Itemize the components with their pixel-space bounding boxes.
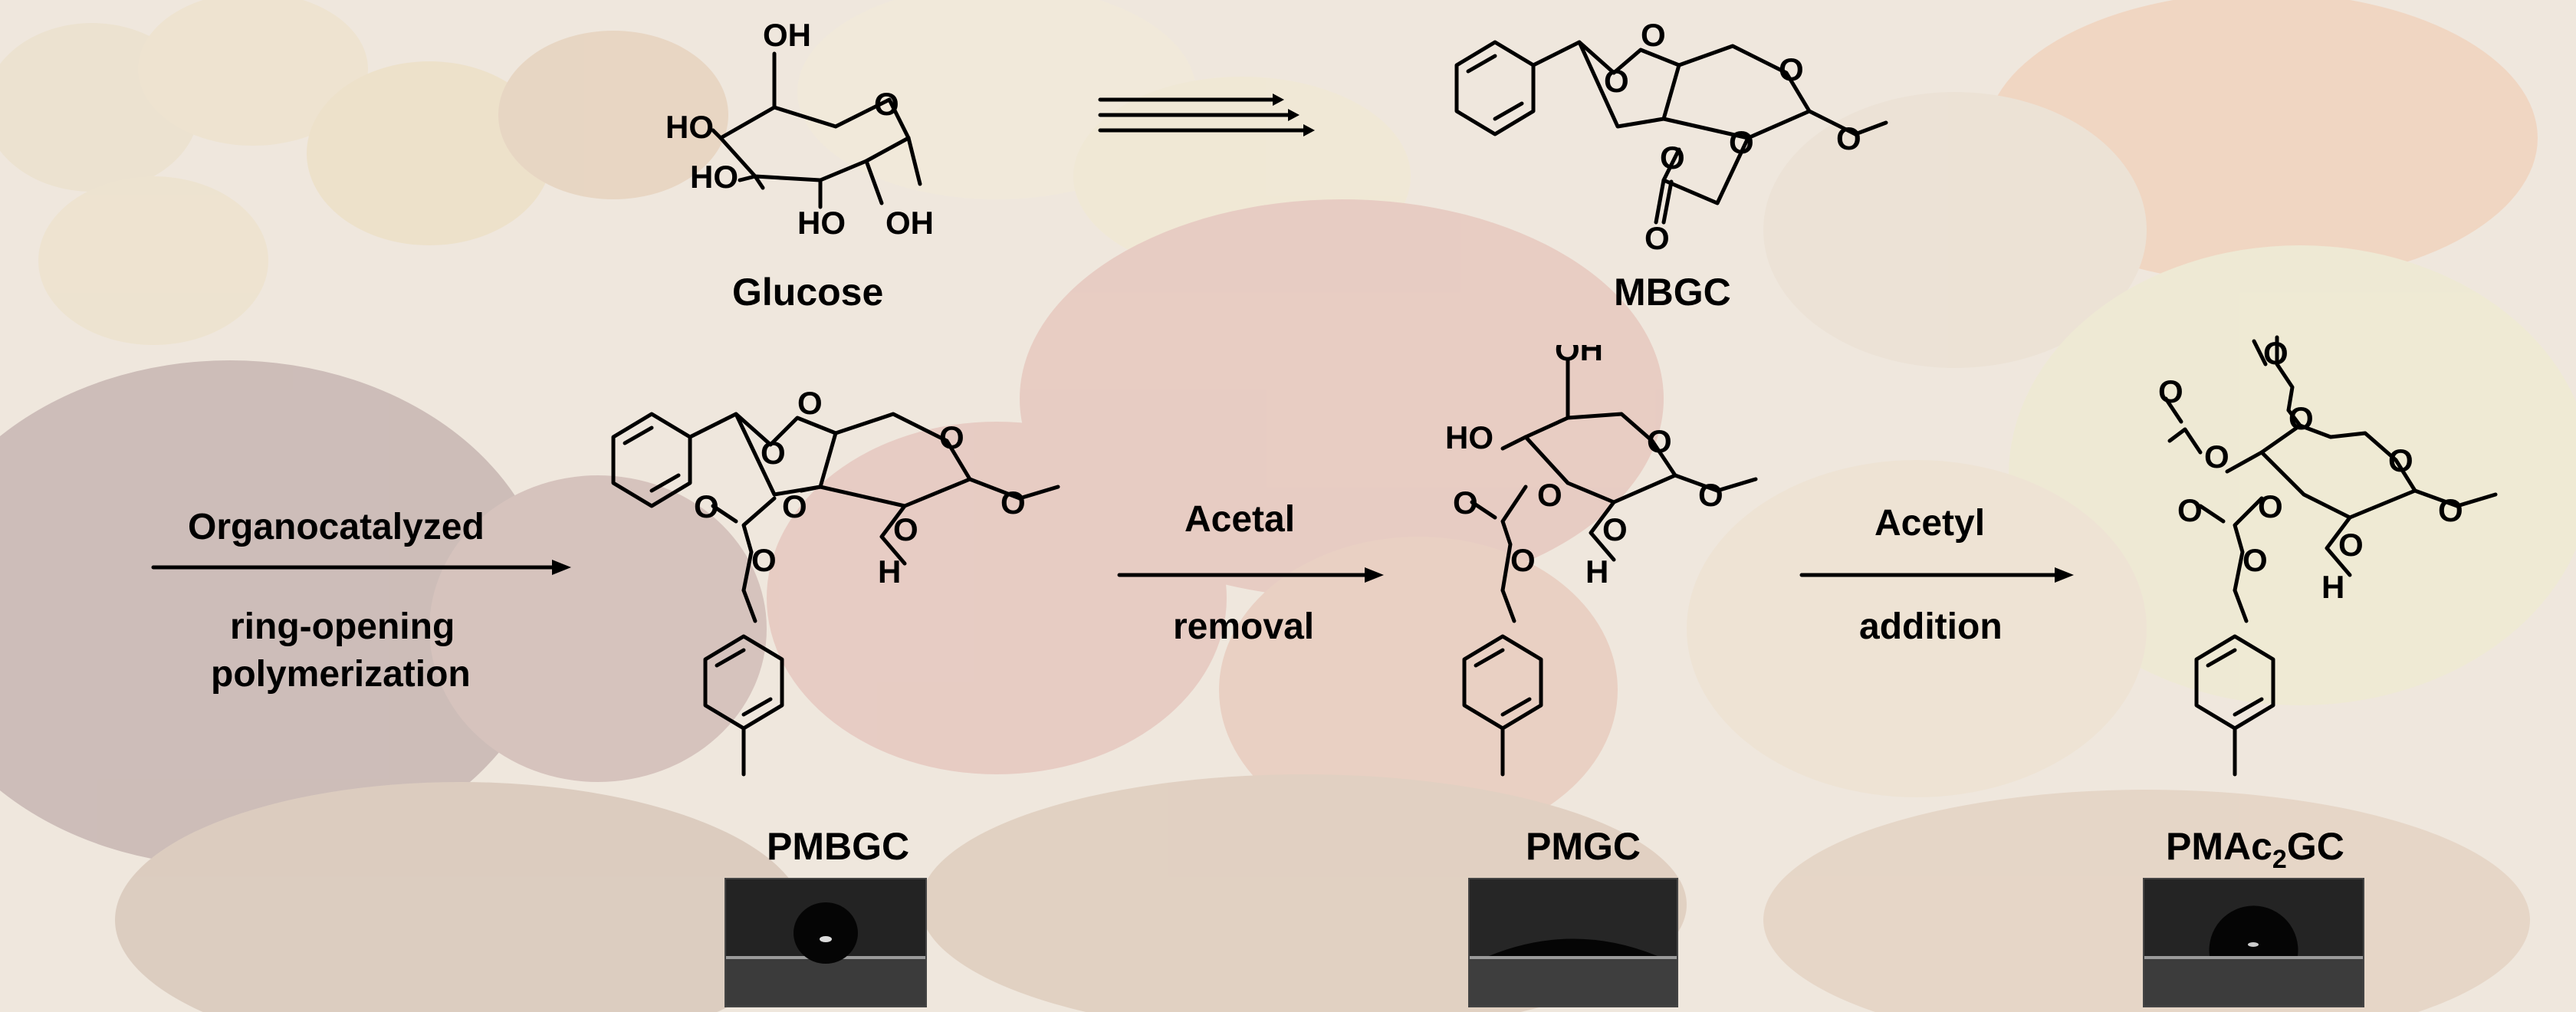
pmgc-oh-top: OH: [1555, 345, 1603, 367]
pmac2gc-label-main: PMAc: [2166, 825, 2272, 868]
pmac2gc-ester-o3: O: [2242, 542, 2268, 578]
pmbgc-acetal-o2: O: [797, 385, 823, 421]
pmbgc-acetal-o1: O: [761, 435, 786, 471]
pmac2gc-bridge-o: O: [2338, 527, 2364, 563]
step3-line1: Acetyl: [1875, 503, 1986, 544]
step2-arrow: [1117, 567, 1384, 583]
glucose-ring-oxygen: O: [874, 86, 899, 122]
glucose-ho-bottom: HO: [797, 205, 846, 241]
mbgc-acetal-o2: O: [1641, 17, 1666, 53]
glucose-ho-mid: HO: [690, 159, 738, 195]
mbgc-ring-o: O: [1779, 51, 1804, 87]
pmac2gc-carbonate-o1: O: [2258, 488, 2283, 524]
pmac2gc-ester-o1: O: [2288, 400, 2314, 436]
mbgc-structure: O O O O O O O: [1454, 17, 1888, 256]
pmgc-structure: OH HO O O O O O H O: [1445, 345, 1758, 777]
mbgc-label: MBGC: [1614, 271, 1731, 314]
step1-line1: Organocatalyzed: [188, 507, 485, 547]
step2-line2: removal: [1173, 606, 1315, 647]
mbgc-carbonyl-o: O: [1644, 220, 1670, 256]
contact-angle-image-pmbgc: [724, 878, 927, 1007]
pmbgc-carbonate-o1: O: [782, 488, 807, 524]
glucose-ho-left: HO: [665, 109, 714, 145]
step1-line3: polymerization: [211, 654, 471, 695]
pmac2gc-structure: O O O O O O O O O H O: [2158, 335, 2498, 777]
pmbgc-bridge-o: O: [893, 511, 918, 547]
pmgc-ho-left: HO: [1445, 419, 1493, 455]
pmgc-methoxy-o: O: [1698, 477, 1723, 513]
pmac2gc-methoxy-o: O: [2438, 492, 2463, 528]
pmac2gc-acetyl-o2: O: [2158, 373, 2183, 409]
pmac2gc-ester-o2: O: [2204, 439, 2229, 475]
pmgc-label: PMGC: [1526, 825, 1641, 868]
pmgc-bridge-o: O: [1602, 511, 1628, 547]
glucose-label: Glucose: [732, 271, 884, 314]
pmac2gc-label: PMAc2GC: [2166, 824, 2344, 875]
pmgc-ester-o: O: [1510, 542, 1536, 578]
pmgc-carbonate-o1: O: [1537, 477, 1562, 513]
pmbgc-structure: O O O O O O O H O: [611, 385, 1060, 777]
pmac2gc-label-end: GC: [2286, 825, 2344, 868]
pmbgc-h: H: [878, 554, 901, 590]
mbgc-carbonate-o2: O: [1729, 124, 1754, 160]
step2-line1: Acetal: [1184, 499, 1296, 540]
step3-arrow: [1799, 567, 2074, 583]
pmgc-carbonyl-o: O: [1453, 485, 1478, 521]
glucose-oh-anomeric: OH: [886, 205, 934, 241]
pmac2gc-h: H: [2321, 569, 2344, 605]
pmac2gc-acetyl-o1: O: [2263, 335, 2288, 371]
glucose-structure: OH HO HO HO OH O: [665, 23, 934, 241]
pmbgc-carbonyl-o: O: [694, 488, 719, 524]
pmgc-h: H: [1585, 554, 1608, 590]
step1-line2: ring-opening: [230, 606, 455, 647]
pmgc-ring-o: O: [1647, 423, 1672, 459]
pmbgc-methoxy-o: O: [1001, 485, 1026, 521]
pmac2gc-ring-o: O: [2388, 442, 2413, 478]
step3-line2: addition: [1859, 606, 2003, 647]
pmbgc-ring-o: O: [939, 419, 964, 455]
contact-angle-image-pmac2gc: [2143, 878, 2364, 1007]
pmac2gc-carbonyl-o: O: [2177, 492, 2203, 528]
pmbgc-ester-o: O: [751, 542, 777, 578]
glucose-oh-top: OH: [763, 23, 811, 53]
mbgc-methoxy-o: O: [1836, 120, 1861, 156]
mbgc-carbonate-o1: O: [1660, 140, 1685, 176]
multistep-arrow: [1098, 94, 1315, 136]
contact-angle-image-pmgc: [1468, 878, 1678, 1007]
pmac2gc-label-sub: 2: [2272, 845, 2287, 874]
pmbgc-label: PMBGC: [767, 825, 910, 868]
mbgc-acetal-o1: O: [1604, 63, 1629, 99]
step1-arrow: [151, 560, 571, 575]
